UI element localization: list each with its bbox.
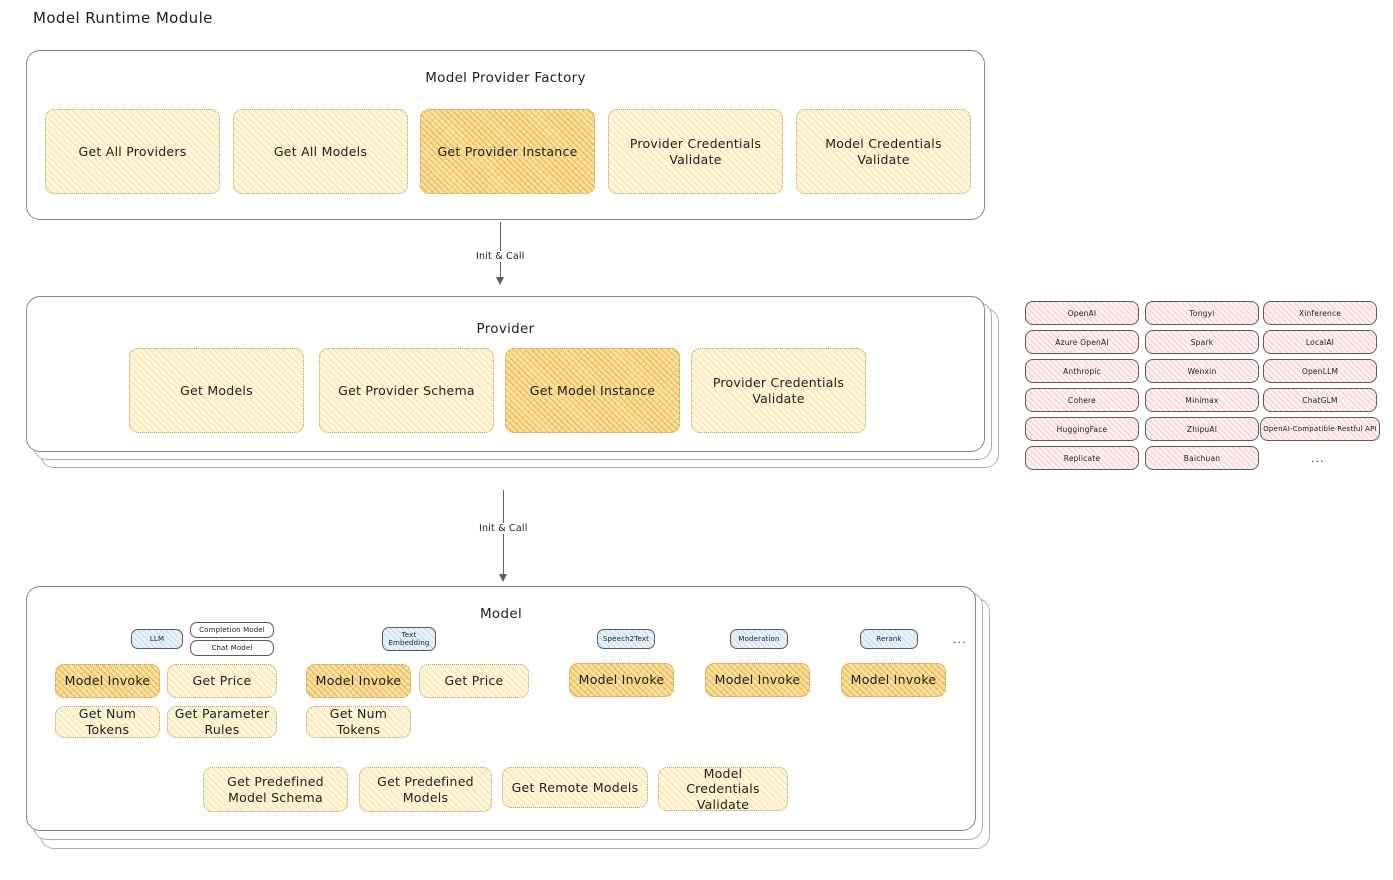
card-get-predefined-model-schema[interactable]: Get Predefined Model Schema (203, 767, 348, 812)
page-title: Model Runtime Module (33, 9, 213, 27)
badge-text-embedding[interactable]: Text Embedding (382, 627, 436, 651)
badge-llm[interactable]: LLM (131, 629, 183, 649)
connector-factory-to-provider-arrow (496, 277, 504, 285)
card-provider-credentials-validate-2[interactable]: Provider Credentials Validate (691, 348, 866, 433)
connector-provider-to-model-label: Init & Call (476, 523, 531, 534)
card-rerank-model-invoke[interactable]: Model Invoke (841, 663, 946, 697)
panel-model: Model LLM Completion Model Chat Model Mo… (26, 586, 976, 831)
chip-anthropic[interactable]: Anthropic (1025, 359, 1139, 383)
panel-provider: Provider Get Models Get Provider Schema … (26, 296, 985, 452)
chip-baichuan[interactable]: Baichuan (1145, 446, 1259, 470)
card-llm-get-price[interactable]: Get Price (167, 664, 277, 698)
connector-provider-to-model-arrow (499, 574, 507, 582)
model-groups-more-ellipsis: ... (953, 633, 967, 646)
card-text-embedding-get-price[interactable]: Get Price (419, 664, 529, 698)
chip-cohere[interactable]: Cohere (1025, 388, 1139, 412)
badge-rerank[interactable]: Rerank (860, 629, 918, 649)
chip-huggingface[interactable]: HuggingFace (1025, 417, 1139, 441)
connector-factory-to-provider-label: Init & Call (473, 251, 528, 262)
card-get-all-models[interactable]: Get All Models (233, 109, 408, 194)
card-model-credentials-validate[interactable]: Model Credentials Validate (796, 109, 971, 194)
card-get-models[interactable]: Get Models (129, 348, 304, 433)
card-text-embedding-model-invoke[interactable]: Model Invoke (306, 664, 411, 698)
panel-title-model-provider-factory: Model Provider Factory (425, 70, 586, 86)
card-speech2text-model-invoke[interactable]: Model Invoke (569, 663, 674, 697)
chip-xinference[interactable]: Xinference (1263, 301, 1377, 325)
chip-chatglm[interactable]: ChatGLM (1263, 388, 1377, 412)
card-provider-credentials-validate[interactable]: Provider Credentials Validate (608, 109, 783, 194)
chip-tongyi[interactable]: Tongyi (1145, 301, 1259, 325)
card-llm-model-invoke[interactable]: Model Invoke (55, 664, 160, 698)
card-moderation-model-invoke[interactable]: Model Invoke (705, 663, 810, 697)
badge-completion-model[interactable]: Completion Model (190, 622, 274, 638)
card-text-embedding-get-num-tokens[interactable]: Get Num Tokens (306, 706, 411, 738)
panel-model-provider-factory: Model Provider Factory Get All Providers… (26, 50, 985, 220)
panel-title-model: Model (479, 606, 523, 622)
card-get-predefined-models[interactable]: Get Predefined Models (359, 767, 492, 812)
card-get-provider-schema[interactable]: Get Provider Schema (319, 348, 494, 433)
badge-chat-model[interactable]: Chat Model (190, 640, 274, 656)
chip-azure-openai[interactable]: Azure OpenAI (1025, 330, 1139, 354)
card-get-remote-models[interactable]: Get Remote Models (502, 767, 648, 808)
card-get-all-providers[interactable]: Get All Providers (45, 109, 220, 194)
chip-openai-compatible-restful-api[interactable]: OpenAI-Compatible Restful API (1260, 417, 1380, 441)
card-get-model-instance[interactable]: Get Model Instance (505, 348, 680, 433)
card-model-credentials-validate-2[interactable]: Model Credentials Validate (658, 766, 788, 812)
card-llm-get-num-tokens[interactable]: Get Num Tokens (55, 706, 160, 738)
chip-zhipuai[interactable]: ZhipuAI (1145, 417, 1259, 441)
connector-provider-to-model-line (503, 490, 504, 578)
chip-spark[interactable]: Spark (1145, 330, 1259, 354)
chip-replicate[interactable]: Replicate (1025, 446, 1139, 470)
chip-openai[interactable]: OpenAI (1025, 301, 1139, 325)
card-llm-get-parameter-rules[interactable]: Get Parameter Rules (167, 706, 277, 738)
chip-openllm[interactable]: OpenLLM (1263, 359, 1377, 383)
provider-list-more-ellipsis: ... (1311, 452, 1325, 465)
badge-moderation[interactable]: Moderation (730, 629, 788, 649)
badge-speech2text[interactable]: Speech2Text (597, 629, 655, 649)
panel-title-provider: Provider (476, 321, 535, 337)
chip-wenxin[interactable]: Wenxin (1145, 359, 1259, 383)
chip-localai[interactable]: LocalAI (1263, 330, 1377, 354)
chip-minimax[interactable]: Minimax (1145, 388, 1259, 412)
card-get-provider-instance[interactable]: Get Provider Instance (420, 109, 595, 194)
